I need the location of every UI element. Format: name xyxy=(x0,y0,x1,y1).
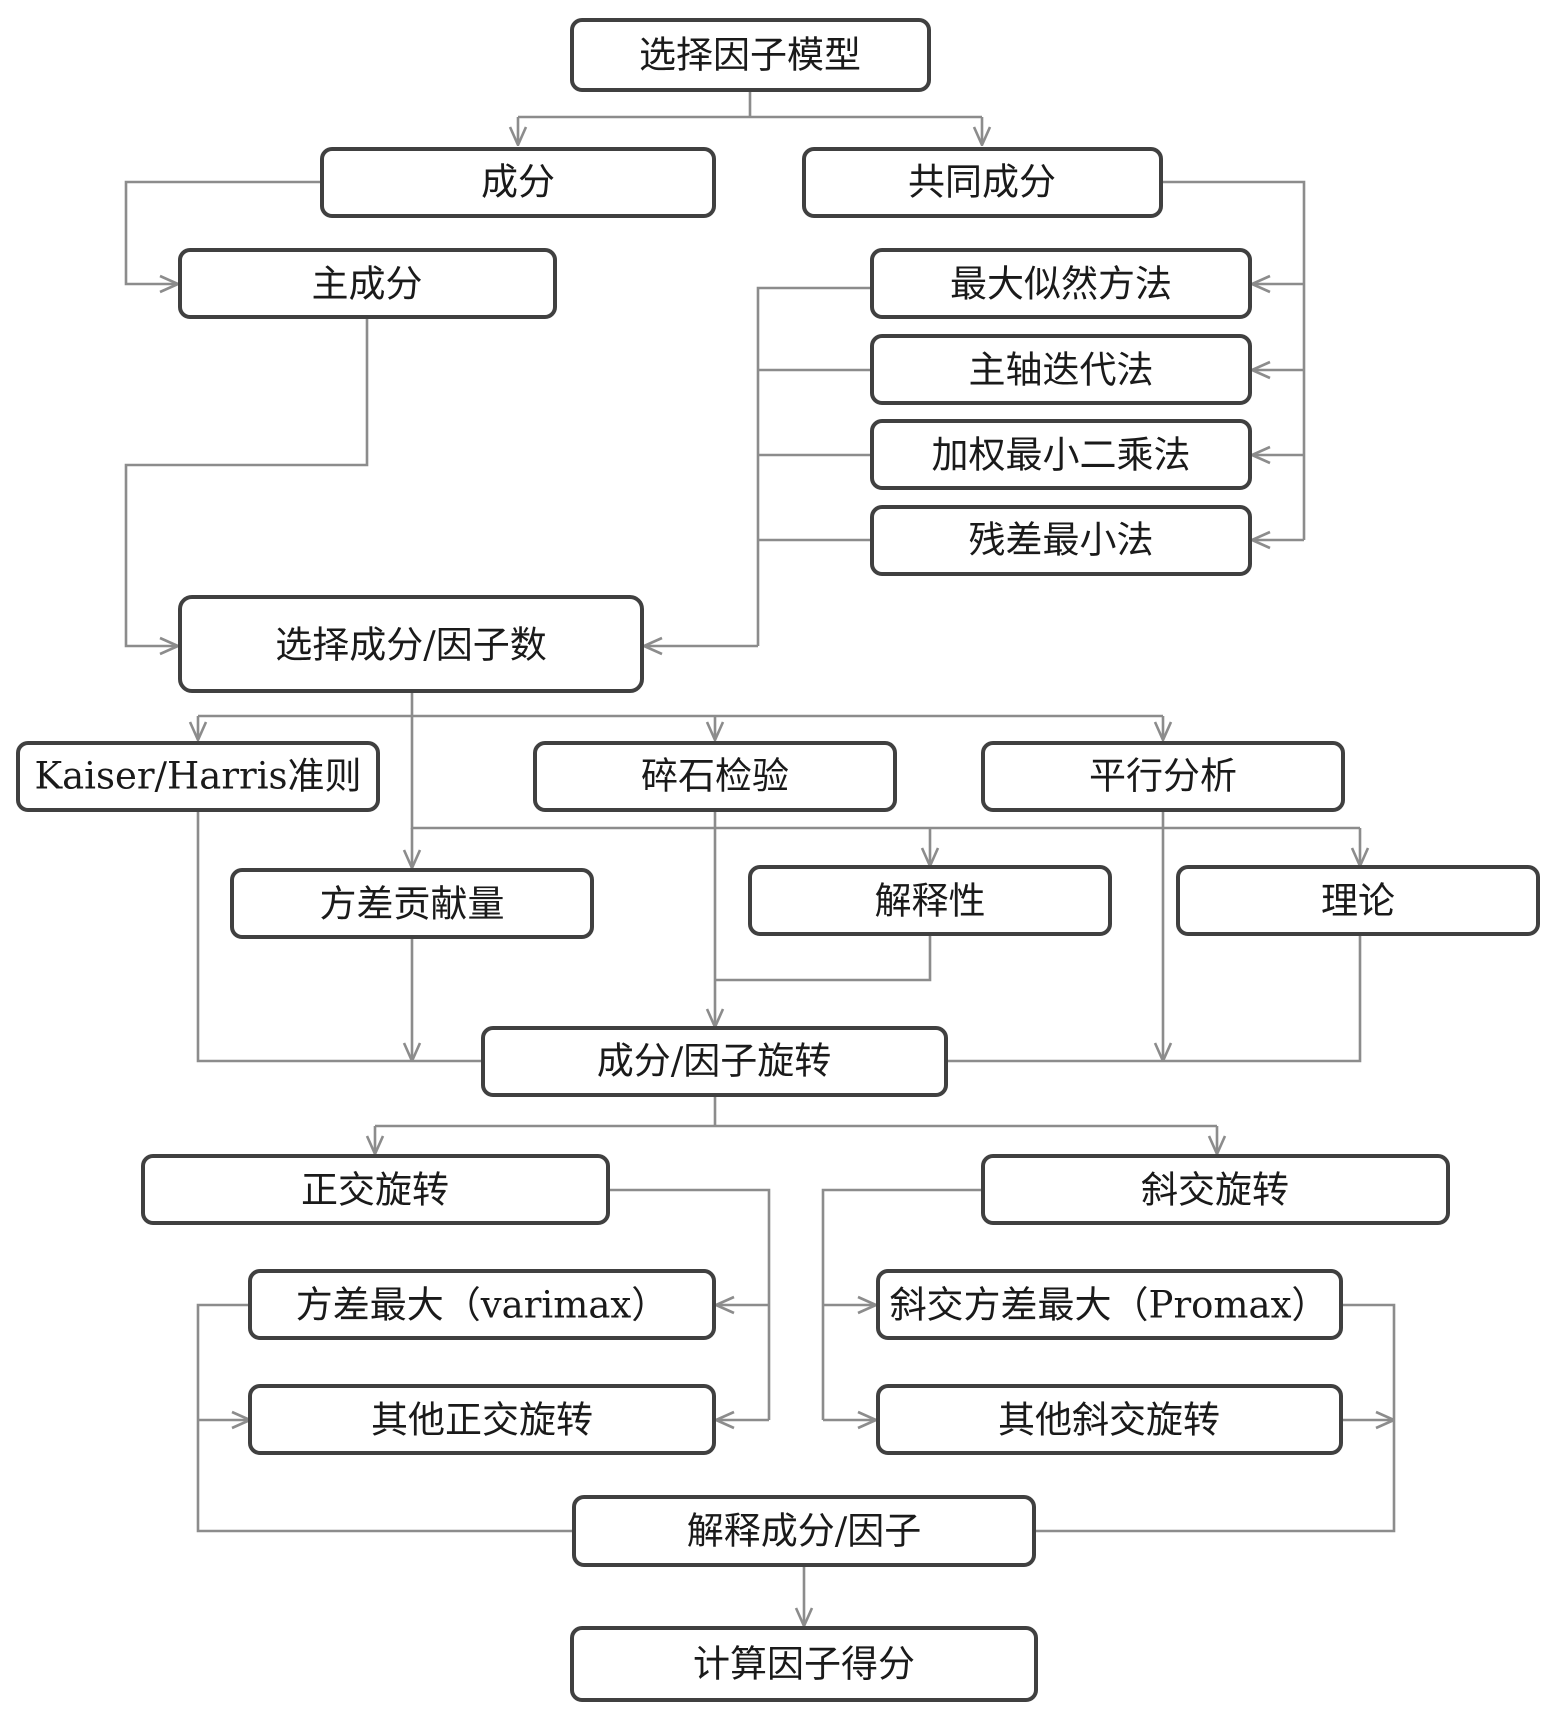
node-principal-axis-label: 主轴迭代法 xyxy=(969,349,1154,392)
node-component: 成分 xyxy=(320,147,716,218)
connector-kaiser-variance-to-rotation xyxy=(196,810,481,1061)
node-compute-scores: 计算因子得分 xyxy=(570,1626,1038,1702)
connector-parallel-theory-to-rotation xyxy=(948,810,1362,1061)
node-kaiser-harris: Kaiser/Harris准则 xyxy=(16,741,380,812)
node-promax-label: 斜交方差最大（Promax） xyxy=(890,1284,1329,1327)
node-promax: 斜交方差最大（Promax） xyxy=(876,1269,1343,1340)
node-oblique-rotation: 斜交旋转 xyxy=(981,1154,1450,1225)
node-other-oblique-label: 其他斜交旋转 xyxy=(998,1399,1220,1442)
node-orthogonal-rotation-label: 正交旋转 xyxy=(301,1169,449,1212)
node-kaiser-harris-label: Kaiser/Harris准则 xyxy=(34,755,361,798)
node-interpret: 解释成分/因子 xyxy=(572,1495,1036,1567)
node-common-component-label: 共同成分 xyxy=(908,161,1056,204)
node-other-orthogonal-label: 其他正交旋转 xyxy=(371,1399,593,1442)
connector-left-methods-to-interpret xyxy=(196,1303,572,1533)
node-component-label: 成分 xyxy=(481,161,555,204)
node-interpretability: 解释性 xyxy=(748,865,1112,936)
connector-interpretability-merge xyxy=(715,934,932,982)
connector-principal-to-number xyxy=(124,318,369,646)
node-select-number-label: 选择成分/因子数 xyxy=(275,624,546,667)
node-other-orthogonal: 其他正交旋转 xyxy=(248,1384,716,1455)
node-min-residual-label: 残差最小法 xyxy=(969,519,1154,562)
node-min-residual: 残差最小法 xyxy=(870,505,1252,576)
node-principal-component: 主成分 xyxy=(178,248,557,319)
connector-right-methods-to-interpret xyxy=(1036,1303,1394,1533)
node-weighted-least-squares-label: 加权最小二乘法 xyxy=(932,434,1191,477)
node-variance-contribution: 方差贡献量 xyxy=(230,868,594,939)
node-scree-test: 碎石检验 xyxy=(533,741,897,812)
connector-component-to-principal xyxy=(124,180,320,284)
connector-rotation-split xyxy=(375,1096,1217,1128)
node-interpretability-label: 解释性 xyxy=(875,880,986,923)
node-varimax: 方差最大（varimax） xyxy=(248,1269,716,1340)
node-parallel-analysis-label: 平行分析 xyxy=(1089,755,1237,798)
node-rotation-label: 成分/因子旋转 xyxy=(597,1040,831,1083)
node-weighted-least-squares: 加权最小二乘法 xyxy=(870,419,1252,490)
node-theory-label: 理论 xyxy=(1321,880,1395,923)
connector-orthogonal-bracket xyxy=(609,1188,771,1420)
nodes: 选择因子模型 成分 共同成分 主成分 最大似然方法 主轴迭代法 加权最小二乘法 xyxy=(16,18,1540,1702)
node-other-oblique: 其他斜交旋转 xyxy=(876,1384,1343,1455)
node-max-likelihood: 最大似然方法 xyxy=(870,248,1252,319)
node-select-number: 选择成分/因子数 xyxy=(178,595,644,693)
node-principal-component-label: 主成分 xyxy=(312,263,423,306)
node-variance-contribution-label: 方差贡献量 xyxy=(320,883,505,926)
node-max-likelihood-label: 最大似然方法 xyxy=(950,263,1172,306)
node-oblique-rotation-label: 斜交旋转 xyxy=(1141,1169,1289,1212)
node-orthogonal-rotation: 正交旋转 xyxy=(141,1154,610,1225)
connector-common-bracket xyxy=(1162,180,1306,540)
connector-model-split xyxy=(518,92,982,119)
node-select-model-label: 选择因子模型 xyxy=(639,34,861,77)
connector-methods-bracket xyxy=(756,286,872,646)
connectors xyxy=(124,92,1394,1626)
node-principal-axis: 主轴迭代法 xyxy=(870,334,1252,405)
node-theory: 理论 xyxy=(1176,865,1540,936)
node-common-component: 共同成分 xyxy=(802,147,1163,218)
node-varimax-label: 方差最大（varimax） xyxy=(296,1284,669,1327)
node-select-model: 选择因子模型 xyxy=(570,18,931,92)
node-compute-scores-label: 计算因子得分 xyxy=(693,1643,915,1686)
connector-number-split-1 xyxy=(198,692,1163,718)
node-interpret-label: 解释成分/因子 xyxy=(687,1510,921,1553)
node-parallel-analysis: 平行分析 xyxy=(981,741,1345,812)
connector-oblique-bracket xyxy=(821,1188,983,1420)
node-rotation: 成分/因子旋转 xyxy=(481,1026,948,1097)
node-scree-test-label: 碎石检验 xyxy=(641,755,789,798)
